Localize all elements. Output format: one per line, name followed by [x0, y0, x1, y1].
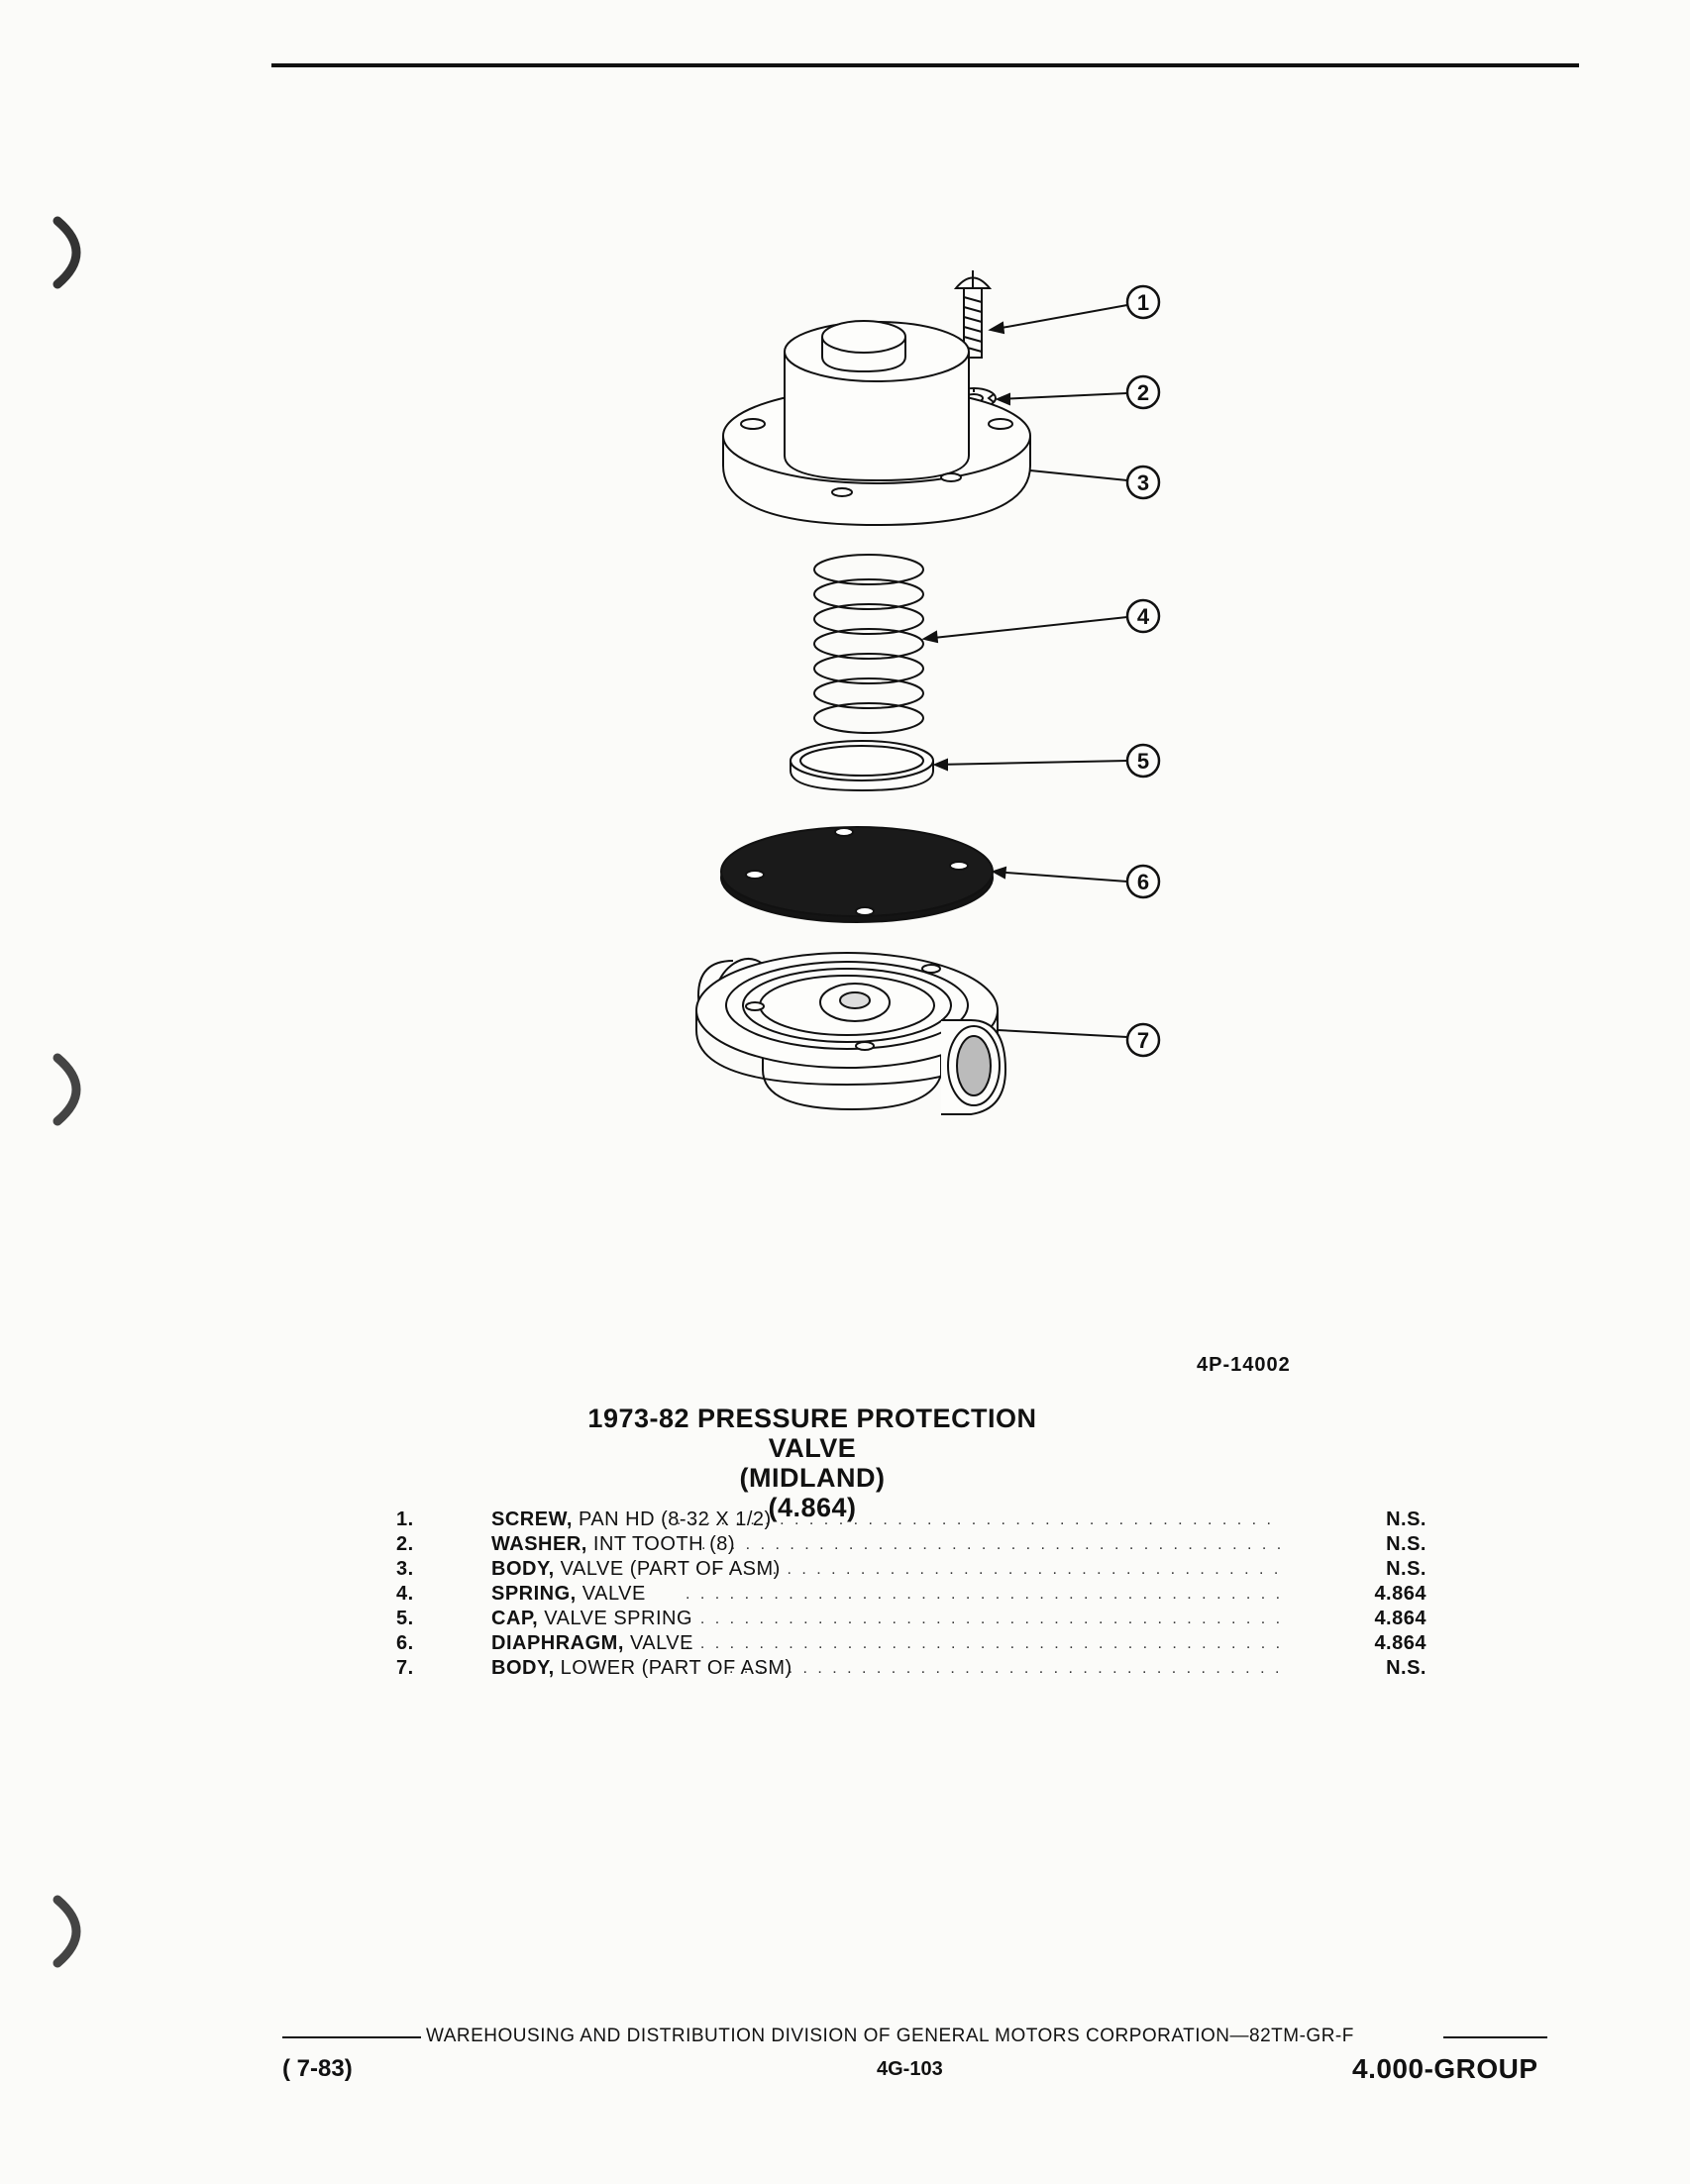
part-modifier: VALVE — [576, 1583, 646, 1605]
part-description: SPRING, VALVE — [491, 1582, 646, 1607]
leader-dots: . . . . . . . . . . . . . . . . . . . . … — [686, 1611, 1280, 1627]
binder-hole-mark — [53, 216, 81, 289]
part-number: 6. — [396, 1632, 414, 1654]
part-number: 5. — [396, 1608, 414, 1629]
svg-text:4: 4 — [1137, 604, 1150, 629]
parts-row: 4. SPRING, VALVE . . . . . . . . . . . .… — [396, 1582, 1426, 1607]
part-noun: DIAPHRAGM, — [491, 1632, 624, 1654]
parts-row: 2. WASHER, INT TOOTH (8) . . . . . . . .… — [396, 1532, 1426, 1557]
part-group-code: N.S. — [1386, 1508, 1426, 1530]
svg-text:1: 1 — [1137, 290, 1149, 315]
footer-group: 4.000-GROUP — [1352, 2053, 1538, 2084]
leader-dots: . . . . . . . . . . . . . . . . . . . . … — [686, 1635, 1280, 1652]
callout-1: 1 — [1125, 284, 1161, 320]
parts-row: 6. DIAPHRAGM, VALVE . . . . . . . . . . … — [396, 1631, 1426, 1656]
part-description: BODY, VALVE (PART OF ASM) — [491, 1557, 781, 1582]
part-group-code: 4.864 — [1374, 1608, 1426, 1629]
callout-6: 6 — [1125, 864, 1161, 899]
title-line-1: 1973-82 PRESSURE PROTECTION VALVE — [587, 1404, 1037, 1463]
part-number: 3. — [396, 1558, 414, 1580]
spring-part — [813, 554, 924, 734]
svg-text:6: 6 — [1137, 870, 1149, 894]
part-modifier: VALVE SPRING — [538, 1608, 693, 1629]
part-modifier: VALVE (PART OF ASM) — [554, 1558, 781, 1580]
part-modifier: PAN HD (8-32 X 1/2) — [572, 1508, 772, 1530]
title-line-3: (4.864) — [768, 1493, 857, 1522]
footer-page-number: 4G-103 — [877, 2058, 943, 2080]
leader-dots: . . . . . . . . . . . . . . . . . . . . … — [662, 1511, 1280, 1528]
binder-hole-mark — [53, 1053, 81, 1126]
part-group-code: N.S. — [1386, 1657, 1426, 1679]
part-group-code: N.S. — [1386, 1558, 1426, 1580]
leader-dots: . . . . . . . . . . . . . . . . . . . . … — [686, 1586, 1280, 1603]
parts-row: 5. CAP, VALVE SPRING . . . . . . . . . .… — [396, 1607, 1426, 1631]
svg-text:7: 7 — [1137, 1028, 1149, 1053]
part-noun: BODY, — [491, 1657, 555, 1679]
part-description: BODY, LOWER (PART OF ASM) — [491, 1656, 792, 1681]
part-number: 2. — [396, 1533, 414, 1555]
part-modifier: INT TOOTH (8) — [586, 1533, 736, 1555]
part-description: CAP, VALVE SPRING — [491, 1607, 692, 1631]
svg-text:2: 2 — [1137, 380, 1149, 405]
parts-row: 7. BODY, LOWER (PART OF ASM) . . . . . .… — [396, 1656, 1426, 1681]
part-noun: BODY, — [491, 1558, 555, 1580]
part-noun: SPRING, — [491, 1583, 577, 1605]
part-description: DIAPHRAGM, VALVE — [491, 1631, 693, 1656]
callout-3: 3 — [1125, 465, 1161, 500]
footer-date: ( 7-83) — [282, 2055, 353, 2082]
binder-hole-mark — [53, 1895, 81, 1968]
exploded-view-diagram: 1 2 3 4 5 6 7 — [695, 270, 1161, 1115]
header-rule — [271, 63, 1579, 67]
part-description: WASHER, INT TOOTH (8) — [491, 1532, 735, 1557]
svg-text:3: 3 — [1137, 470, 1149, 495]
lower-body-part — [695, 952, 1007, 1115]
leader-dots: . . . . . . . . . . . . . . . . . . . . … — [729, 1660, 1280, 1677]
spring-cap-part — [790, 740, 934, 792]
parts-row: 3. BODY, VALVE (PART OF ASM) . . . . . .… — [396, 1557, 1426, 1582]
part-group-code: 4.864 — [1374, 1632, 1426, 1654]
part-number: 1. — [396, 1508, 414, 1530]
callout-2: 2 — [1125, 374, 1161, 410]
part-number: 4. — [396, 1583, 414, 1605]
leader-dots: . . . . . . . . . . . . . . . . . . . . … — [701, 1536, 1280, 1553]
leader-dots: . . . . . . . . . . . . . . . . . . . . … — [713, 1561, 1280, 1578]
callout-4: 4 — [1125, 598, 1161, 634]
parts-list: 1. SCREW, PAN HD (8-32 X 1/2) . . . . . … — [396, 1508, 1426, 1681]
part-noun: CAP, — [491, 1608, 539, 1629]
part-group-code: 4.864 — [1374, 1583, 1426, 1605]
part-noun: SCREW, — [491, 1508, 573, 1530]
parts-row: 1. SCREW, PAN HD (8-32 X 1/2) . . . . . … — [396, 1508, 1426, 1532]
footer-rule-right — [1443, 2036, 1547, 2038]
footer-rule-left — [282, 2036, 421, 2038]
part-number: 7. — [396, 1657, 414, 1679]
valve-body-part — [722, 320, 1031, 527]
page-title: 1973-82 PRESSURE PROTECTION VALVE (MIDLA… — [555, 1404, 1070, 1522]
part-description: SCREW, PAN HD (8-32 X 1/2) — [491, 1508, 772, 1532]
part-modifier: LOWER (PART OF ASM) — [554, 1657, 792, 1679]
diaphragm-part — [720, 826, 994, 923]
callout-5: 5 — [1125, 743, 1161, 779]
part-modifier: VALVE — [623, 1632, 693, 1654]
part-group-code: N.S. — [1386, 1533, 1426, 1555]
screw-part — [953, 270, 993, 359]
footer-publisher: WAREHOUSING AND DISTRIBUTION DIVISION OF… — [426, 2026, 1354, 2046]
svg-text:5: 5 — [1137, 749, 1149, 774]
title-line-2: (MIDLAND) — [739, 1463, 886, 1493]
footer-publisher-line: WAREHOUSING AND DISTRIBUTION DIVISION OF… — [282, 2026, 1550, 2051]
part-noun: WASHER, — [491, 1533, 587, 1555]
callout-7: 7 — [1125, 1022, 1161, 1058]
figure-code: 4P-14002 — [1197, 1354, 1291, 1376]
